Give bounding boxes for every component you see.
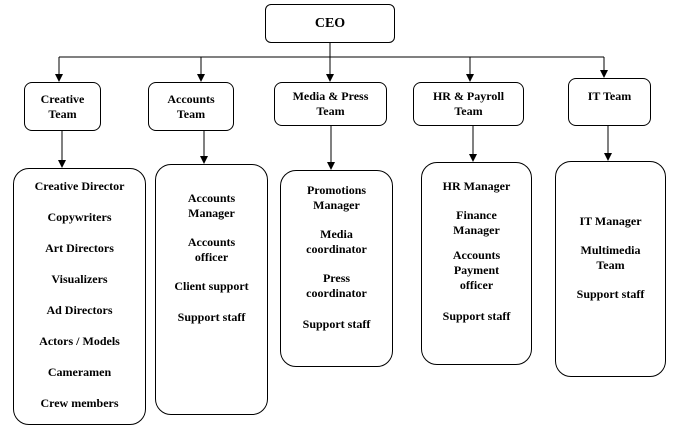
list-item: HR Manager [442,179,511,193]
creative-members-box: Creative Director Copywriters Art Direct… [13,168,146,425]
list-item: IT Manager [579,214,642,228]
list-item: Support staff [302,317,371,331]
list-item: Ad Directors [46,303,113,317]
list-item: Crew members [40,396,119,410]
media-members-box: Promotions Manager Media coordinator Pre… [280,170,393,367]
list-item: Multimedia Team [580,243,641,272]
creative-team-box: Creative Team [24,82,101,131]
list-item: Finance Manager [453,208,500,237]
list-item: Client support [174,279,249,293]
list-item: Visualizers [51,272,108,286]
ceo-box: CEO [265,4,395,43]
list-item: Art Directors [45,241,114,255]
hr-payroll-team-label: HR & Payroll Team [432,89,505,118]
it-members-box: IT Manager Multimedia Team Support staff [555,161,666,377]
media-press-team-box: Media & Press Team [274,82,387,126]
it-team-label: IT Team [587,89,632,103]
list-item: Accounts Manager [187,191,236,220]
accounts-team-label: Accounts Team [167,91,215,121]
list-item: Support staff [177,310,246,324]
list-item: Cameramen [47,365,112,379]
it-team-box: IT Team [568,78,651,126]
list-item: Media coordinator [306,227,367,256]
list-item: Support staff [442,309,511,323]
list-item: Press coordinator [306,271,367,300]
creative-team-label: Creative Team [40,91,85,121]
hr-members-box: HR Manager Finance Manager Accounts Paym… [421,162,532,365]
list-item: Support staff [576,287,645,301]
ceo-label: CEO [314,16,346,31]
accounts-members-box: Accounts Manager Accounts officer Client… [155,164,268,415]
list-item: Creative Director [34,179,125,193]
hr-payroll-team-box: HR & Payroll Team [413,82,524,126]
list-item: Copywriters [47,210,112,224]
media-press-team-label: Media & Press Team [292,89,369,118]
list-item: Actors / Models [39,334,120,348]
list-item: Promotions Manager [306,183,367,212]
list-item: Accounts officer [187,235,236,264]
accounts-team-box: Accounts Team [148,82,234,131]
list-item: Accounts Payment officer [452,248,501,292]
